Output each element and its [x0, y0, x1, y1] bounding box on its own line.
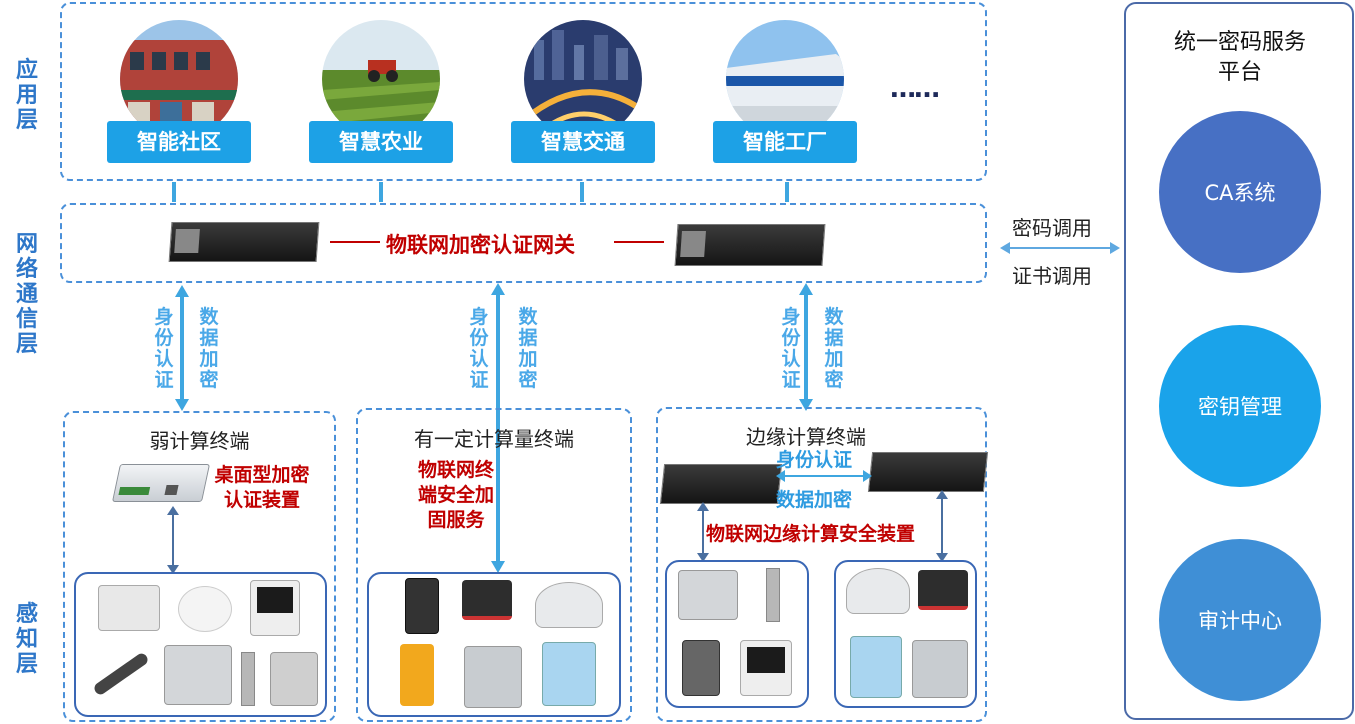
highway-city-photo-icon: [524, 20, 642, 138]
crypto-platform-box: [1124, 2, 1354, 720]
terminal-hardening-service-label: 物联网终端安全加固服务: [417, 459, 494, 531]
edge-pos-monitor-icon: [918, 570, 968, 610]
connector-app-3: [580, 182, 584, 202]
connector-app-1: [172, 182, 176, 202]
load-cell-icon: [164, 645, 232, 705]
edge-dome-camera-icon: [846, 568, 910, 614]
edge-control-cabinet-icon: [850, 636, 902, 698]
edge-terminal-box: [656, 407, 987, 722]
weak-device-label: 桌面型加密认证装置: [214, 464, 310, 511]
weak-encryption-label: 数据加密: [199, 306, 219, 391]
app-label-smart-transportation[interactable]: 智慧交通: [511, 121, 655, 163]
arrow-edge-terminal: [799, 283, 813, 411]
handheld-terminal-icon: [405, 578, 439, 634]
edge-security-device-label: 物联网边缘计算安全装置: [706, 523, 916, 545]
weak-terminal-title: 弱计算终端: [149, 429, 250, 453]
gateway-server-left-icon: [168, 222, 320, 262]
platform-title: 统一密码服务平台: [1173, 30, 1306, 85]
arrow-weak-terminal: [175, 285, 189, 411]
dome-camera-icon: [535, 582, 603, 628]
medium-device-panel: [367, 572, 621, 717]
proximity-sensor-icon: [241, 652, 255, 706]
inductive-sensor-icon: [766, 568, 780, 622]
perception-layer-label: 感知层: [15, 602, 38, 677]
temp-humidity-display-icon: [250, 580, 300, 636]
pos-monitor-icon: [462, 580, 512, 620]
cert-call-label: 证书调用: [1012, 264, 1092, 288]
app-label-smart-factory[interactable]: 智能工厂: [713, 121, 857, 163]
gateway-line-right: [614, 241, 664, 243]
platform-double-arrow: [1000, 242, 1120, 254]
network-layer-box: [60, 203, 987, 283]
weak-sensor-panel: [74, 572, 327, 717]
key-call-label: 密码调用: [1012, 216, 1092, 240]
weighing-sensor-icon: [682, 640, 720, 696]
edge-identity-label: 身份认证: [776, 449, 853, 471]
control-cabinet-icon: [542, 642, 596, 706]
medium-identity-label: 身份认证: [469, 306, 489, 391]
medium-encryption-label: 数据加密: [518, 306, 538, 391]
application-layer-box: [60, 2, 987, 181]
medium-terminal-box: [356, 408, 632, 722]
edge-encryption-label: 数据加密: [824, 306, 844, 391]
edge-turnstile-gate-icon: [912, 640, 968, 698]
edge-server-link-arrow: [776, 470, 872, 482]
edge-terminal-title: 边缘计算终端: [746, 425, 866, 449]
edge-identity-label: 身份认证: [781, 306, 801, 391]
more-apps-ellipsis: ……: [890, 74, 940, 104]
key-management-circle[interactable]: 密钥管理: [1159, 325, 1321, 487]
connector-app-4: [785, 182, 789, 202]
gateway-label: 物联网加密认证网关: [386, 233, 575, 257]
transmitter-sensor-icon: [98, 585, 160, 631]
ca-system-circle[interactable]: CA系统: [1159, 111, 1321, 273]
smoke-detector-icon: [178, 586, 232, 632]
edge-server-right-icon: [867, 452, 989, 492]
edge-temp-humidity-icon: [740, 640, 792, 696]
weak-terminal-box: [63, 411, 336, 722]
edge-sensor-panel-left: [665, 560, 809, 708]
connector-app-2: [379, 182, 383, 202]
application-layer-label: 应用层: [15, 58, 38, 133]
edge-sensor-panel-right: [834, 560, 977, 708]
s-type-load-cell-icon: [678, 570, 738, 620]
turnstile-gate-icon: [464, 646, 522, 708]
medium-terminal-title: 有一定计算量终端: [414, 427, 574, 451]
arrow-weak-device-sensors: [167, 506, 179, 574]
edge-encryption-label: 数据加密: [776, 489, 853, 511]
edge-server-left-icon: [659, 464, 783, 504]
arrow-medium-terminal: [491, 283, 505, 573]
self-service-kiosk-icon: [400, 644, 434, 706]
app-label-smart-community[interactable]: 智能社区: [107, 121, 251, 163]
gateway-server-right-icon: [674, 224, 826, 266]
arrow-edge-left-sensors: [697, 502, 709, 562]
network-layer-label: 网络通信层: [15, 232, 38, 357]
audit-center-circle[interactable]: 审计中心: [1159, 539, 1321, 701]
app-label-smart-agriculture[interactable]: 智慧农业: [309, 121, 453, 163]
weak-identity-label: 身份认证: [154, 306, 174, 391]
gateway-line-left: [330, 241, 380, 243]
smart-transportation-image: [524, 20, 642, 138]
arrow-edge-right-sensors: [936, 490, 948, 562]
tension-sensor-icon: [270, 652, 318, 706]
desktop-crypto-device-icon: [111, 464, 211, 502]
